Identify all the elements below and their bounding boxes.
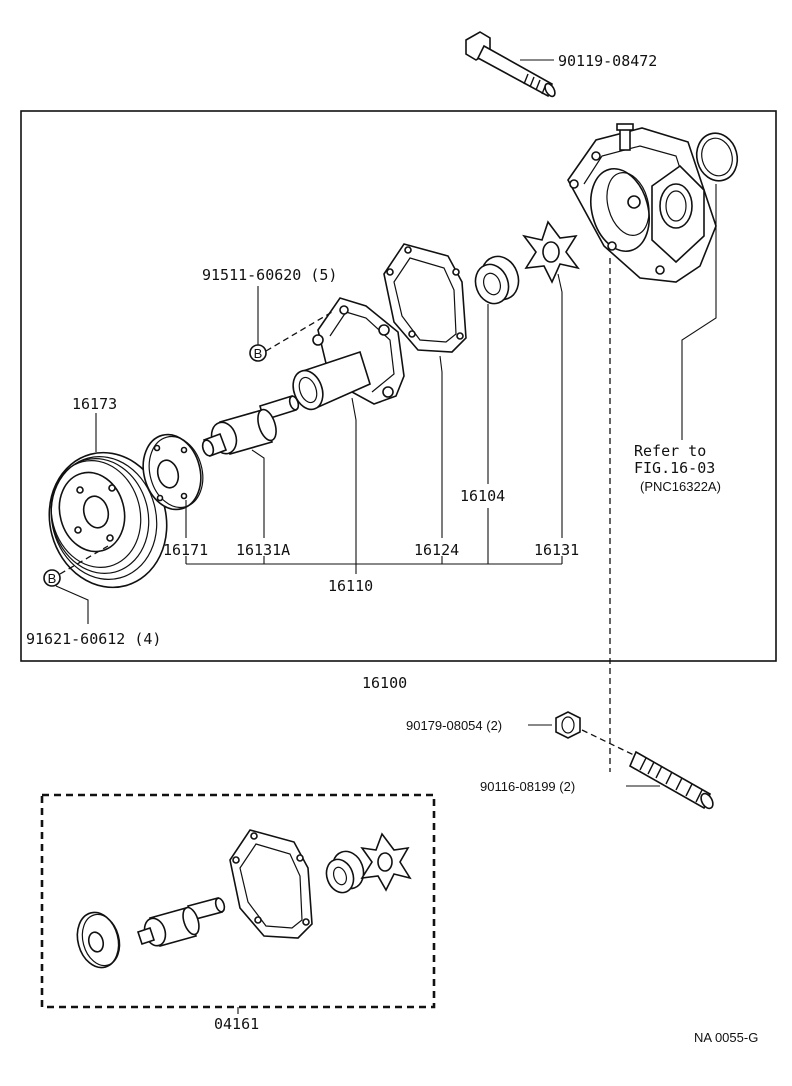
footer-code: NA 0055-G [694, 1030, 758, 1045]
label-body: 16110 [328, 577, 373, 595]
reference-line-1: Refer to [634, 442, 706, 460]
svg-text:B: B [254, 346, 263, 361]
stud-bolt [628, 750, 714, 810]
pump-body [292, 297, 405, 411]
shaft-bearing [201, 394, 300, 458]
label-pulley: 16173 [72, 395, 117, 413]
assembly-frame [20, 110, 777, 662]
flange [142, 433, 204, 511]
marker-b-body-bolt: B [249, 344, 267, 362]
top-bolt [465, 31, 556, 98]
pulley [48, 451, 168, 589]
marker-b-pulley-bolt: B [43, 569, 61, 587]
label-seal: 16104 [460, 487, 505, 505]
label-top-bolt: 90119-08472 [558, 52, 657, 70]
reference-line-2: FIG.16-03 [634, 459, 715, 477]
label-nut: 90179-08054 (2) [406, 718, 502, 733]
label-stud: 90116-08199 (2) [480, 779, 575, 794]
kit-gasket [229, 829, 313, 939]
label-impeller: 16131 [534, 541, 579, 559]
gasket [383, 243, 467, 353]
pump-cover-housing [567, 123, 717, 283]
kit-flange [76, 911, 121, 969]
label-pulley-bolt: 91621-60612 (4) [26, 630, 161, 648]
kit-shaft-bearing [136, 897, 226, 947]
o-ring [695, 132, 739, 182]
kit-water-seal [325, 850, 365, 894]
label-body-bolt: 91511-60620 (5) [202, 266, 337, 284]
flange-nut [555, 711, 581, 739]
svg-text:B: B [48, 571, 57, 586]
impeller [522, 220, 580, 284]
reference-line-3: (PNC16322A) [640, 479, 721, 494]
label-shaft: 16131A [236, 541, 290, 559]
water-seal [474, 255, 520, 305]
label-flange: 16171 [163, 541, 208, 559]
label-gasket: 16124 [414, 541, 459, 559]
kit-frame [40, 793, 436, 1009]
kit-impeller [360, 832, 412, 892]
label-assembly: 16100 [362, 674, 407, 692]
label-kit: 04161 [214, 1015, 259, 1033]
